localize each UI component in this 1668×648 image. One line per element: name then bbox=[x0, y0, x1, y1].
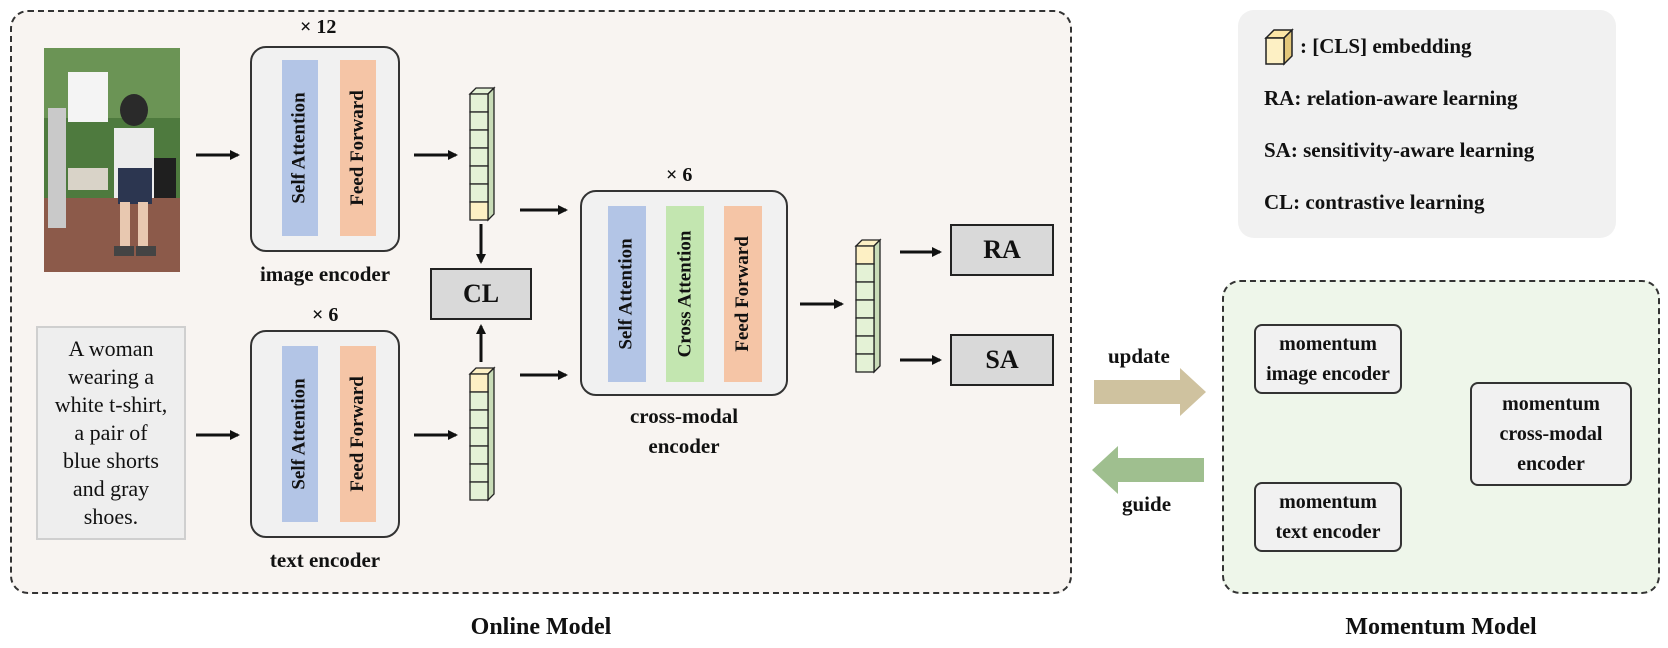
token-stack-graphic bbox=[854, 238, 882, 374]
image-encoder-multiplier: × 12 bbox=[300, 16, 337, 38]
cross-modal-multiplier: × 6 bbox=[666, 164, 693, 186]
text-token-stack bbox=[468, 366, 496, 502]
legend-sa: SA: sensitivity-aware learning bbox=[1264, 138, 1535, 162]
token-cell bbox=[469, 481, 489, 501]
legend-cls: : [CLS] embedding bbox=[1300, 34, 1472, 58]
text-input-card: A woman wearing a white t-shirt, a pair … bbox=[36, 326, 186, 540]
image-self-attention-layer: Self Attention bbox=[282, 60, 318, 236]
cross-attention-layer: Cross Attention bbox=[666, 206, 704, 382]
update-label: update bbox=[1108, 344, 1170, 368]
text-self-attention-layer: Self Attention bbox=[282, 346, 318, 522]
text-input-line: blue shorts bbox=[63, 448, 159, 473]
text-input-line: wearing a bbox=[67, 364, 155, 389]
text-encoder-caption: text encoder bbox=[269, 548, 381, 572]
ra-box: RA bbox=[950, 224, 1054, 276]
text-feed-forward-layer: Feed Forward bbox=[340, 346, 376, 522]
cross-modal-token-stack bbox=[854, 238, 882, 374]
token-cell bbox=[855, 353, 875, 373]
text-input-line: white t-shirt, bbox=[54, 392, 168, 417]
image-encoder-caption: image encoder bbox=[259, 262, 391, 286]
pedestrian-image bbox=[44, 48, 180, 272]
online-model-title: Online Model bbox=[470, 614, 612, 640]
guide-arrow bbox=[1092, 446, 1204, 494]
guide-label: guide bbox=[1122, 492, 1172, 516]
cross-modal-self-attention-layer: Self Attention bbox=[608, 206, 646, 382]
cross-modal-caption-line1: cross-modal bbox=[629, 404, 739, 428]
image-feed-forward-layer: Feed Forward bbox=[340, 60, 376, 236]
update-arrow bbox=[1094, 368, 1206, 416]
image-token-stack bbox=[468, 86, 496, 222]
token-stack-graphic bbox=[468, 86, 496, 222]
legend-ra: RA: relation-aware learning bbox=[1264, 86, 1518, 110]
text-encoder-multiplier: × 6 bbox=[312, 304, 339, 326]
sa-box: SA bbox=[950, 334, 1054, 386]
momentum-model-title: Momentum Model bbox=[1345, 614, 1537, 640]
online-model-panel bbox=[10, 10, 1072, 594]
token-stack-graphic bbox=[468, 366, 496, 502]
text-input-line: A woman bbox=[68, 336, 154, 361]
cl-box: CL bbox=[430, 268, 532, 320]
text-input-line: and gray bbox=[72, 476, 150, 501]
legend-cl: CL: contrastive learning bbox=[1264, 190, 1485, 214]
text-input-line: a pair of bbox=[74, 420, 148, 445]
legend-box bbox=[1238, 10, 1616, 238]
text-input-line: shoes. bbox=[83, 504, 139, 529]
cls-token-cell bbox=[469, 201, 489, 221]
cross-modal-caption-line2: encoder bbox=[648, 434, 720, 458]
cls-embedding-cube-icon bbox=[1264, 28, 1294, 66]
cross-modal-feed-forward-layer: Feed Forward bbox=[724, 206, 762, 382]
